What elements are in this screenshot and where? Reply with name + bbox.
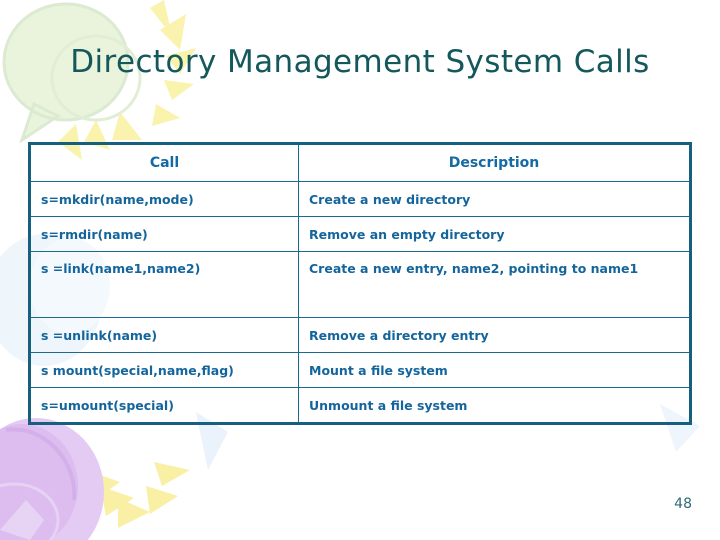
- page-title: Directory Management System Calls: [70, 44, 650, 80]
- system-calls-table: Call Description s=mkdir(name,mode)Creat…: [28, 142, 692, 425]
- cell-description: Mount a file system: [298, 352, 691, 388]
- cell-description: Remove an empty directory: [298, 216, 691, 252]
- table-header: Call Description: [29, 143, 691, 182]
- cell-call: s=mkdir(name,mode): [29, 181, 299, 217]
- table-row: s=umount(special)Unmount a file system: [29, 387, 691, 424]
- column-header-description: Description: [298, 143, 691, 182]
- cell-call: s =unlink(name): [29, 317, 299, 353]
- cell-description: Create a new entry, name2, pointing to n…: [298, 251, 691, 318]
- cell-call: s=rmdir(name): [29, 216, 299, 252]
- table-header-row: Call Description: [29, 143, 691, 182]
- page-number: 48: [674, 496, 692, 512]
- cell-call: s=umount(special): [29, 387, 299, 424]
- cell-call: s mount(special,name,flag): [29, 352, 299, 388]
- table-row: s =unlink(name)Remove a directory entry: [29, 317, 691, 353]
- cell-description: Create a new directory: [298, 181, 691, 217]
- table-body: s=mkdir(name,mode)Create a new directory…: [29, 181, 691, 424]
- cell-call: s =link(name1,name2): [29, 251, 299, 318]
- cell-description: Unmount a file system: [298, 387, 691, 424]
- table-row: s=rmdir(name)Remove an empty directory: [29, 216, 691, 252]
- table-row: s=mkdir(name,mode)Create a new directory: [29, 181, 691, 217]
- table-row: s mount(special,name,flag)Mount a file s…: [29, 352, 691, 388]
- column-header-call: Call: [29, 143, 299, 182]
- table-row: s =link(name1,name2)Create a new entry, …: [29, 251, 691, 318]
- cell-description: Remove a directory entry: [298, 317, 691, 353]
